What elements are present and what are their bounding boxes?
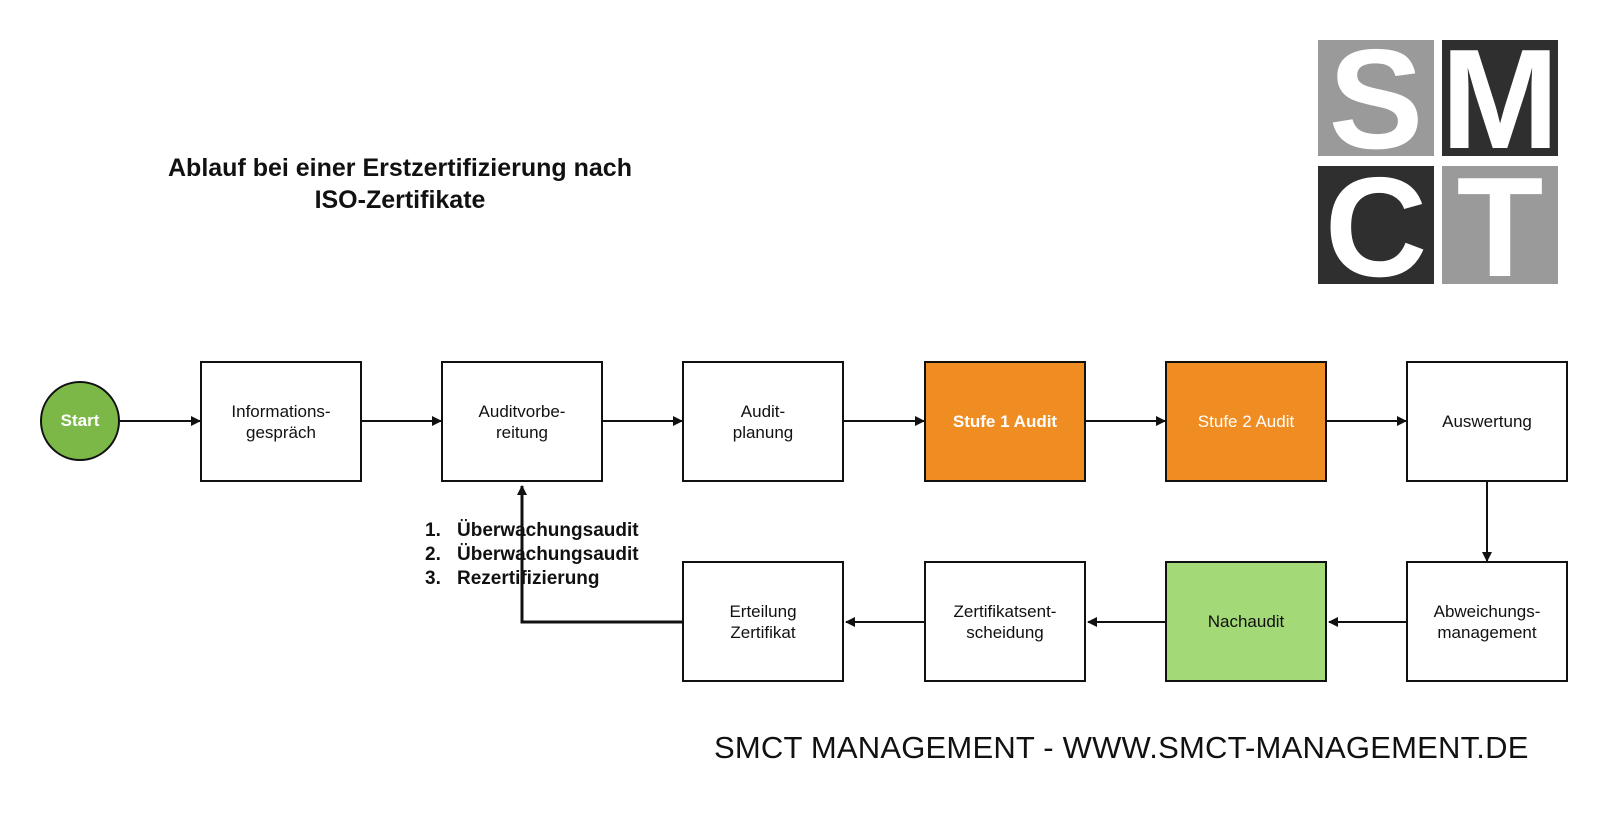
- logo-letter-t: T: [1457, 148, 1544, 284]
- logo-tile-m: [1442, 40, 1558, 156]
- logo-tile-c: [1318, 166, 1434, 284]
- step-label: Stufe 2 Audit: [1197, 412, 1295, 431]
- list-item-label: Rezertifizierung: [457, 568, 600, 589]
- start-node: Start: [40, 381, 120, 461]
- step-auditvorbereitung: Auditvorbe- reitung: [441, 361, 603, 482]
- list-item: 2. Überwachungsaudit: [425, 543, 639, 567]
- list-item-label: Überwachungsaudit: [457, 520, 639, 541]
- audit-cycle-list: 1. Überwachungsaudit 2. Überwachungsaudi…: [425, 519, 639, 591]
- title-line-2: ISO-Zertifikate: [314, 186, 486, 214]
- step-label: Zertifikatsent- scheidung: [953, 601, 1057, 642]
- logo-letter-c: C: [1325, 148, 1428, 284]
- step-label: Auditvorbe- reitung: [478, 401, 566, 442]
- footer-brand: SMCT MANAGEMENT - WWW.SMCT-MANAGEMENT.DE: [714, 730, 1529, 765]
- list-item: 1. Überwachungsaudit: [425, 519, 639, 543]
- list-item-number: 1.: [425, 520, 441, 541]
- logo-tile-s: [1318, 40, 1434, 156]
- step-auditplanung: Audit- planung: [682, 361, 844, 482]
- list-item: 3. Rezertifizierung: [425, 567, 639, 591]
- step-label: Nachaudit: [1207, 612, 1285, 631]
- step-stufe-2-audit: Stufe 2 Audit: [1165, 361, 1327, 482]
- diagram-title: Ablauf bei einer Erstzertifizierung nach…: [130, 152, 670, 216]
- step-abweichungsmanagement: Abweichungs- management: [1406, 561, 1568, 682]
- list-item-number: 3.: [425, 568, 441, 589]
- title-line-1: Ablauf bei einer Erstzertifizierung nach: [168, 154, 632, 182]
- logo-tile-t: [1442, 166, 1558, 284]
- step-label: Abweichungs- management: [1433, 601, 1541, 642]
- step-label: Informations- gespräch: [231, 401, 331, 442]
- step-informationsgespraech: Informations- gespräch: [200, 361, 362, 482]
- smct-logo: S M C T: [1318, 40, 1558, 284]
- step-auswertung: Auswertung: [1406, 361, 1568, 482]
- step-label: Erteilung Zertifikat: [729, 601, 797, 642]
- step-erteilung-zertifikat: Erteilung Zertifikat: [682, 561, 844, 682]
- logo-letter-m: M: [1441, 40, 1558, 179]
- step-stufe-1-audit: Stufe 1 Audit: [924, 361, 1086, 482]
- logo-letter-s: S: [1329, 40, 1424, 179]
- step-label: Stufe 1 Audit: [952, 412, 1058, 431]
- step-nachaudit: Nachaudit: [1165, 561, 1327, 682]
- step-label: Auswertung: [1442, 412, 1532, 431]
- list-item-number: 2.: [425, 544, 441, 565]
- arrow-erteilung-back-to-auditvorbereitung: [517, 485, 682, 624]
- step-zertifikatsentscheidung: Zertifikatsent- scheidung: [924, 561, 1086, 682]
- step-label: Audit- planung: [732, 401, 794, 442]
- list-item-label: Überwachungsaudit: [457, 544, 639, 565]
- start-label: Start: [60, 411, 100, 430]
